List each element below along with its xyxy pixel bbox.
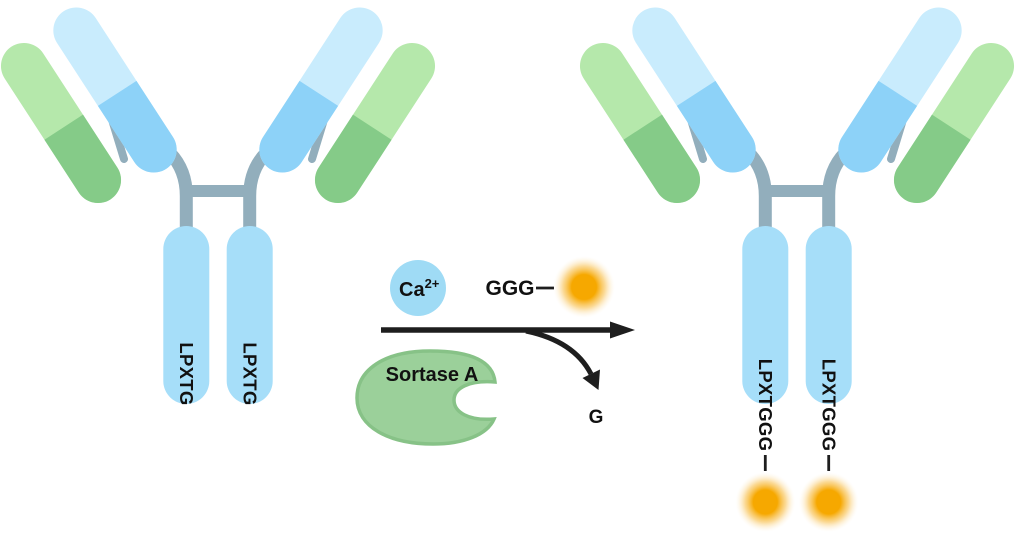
sortase-enzyme-label: Sortase A bbox=[386, 364, 479, 386]
heavy-chain-fab-right bbox=[259, 7, 383, 173]
light-chain-lower bbox=[894, 114, 971, 204]
ggg-probe-reagent: GGG bbox=[485, 256, 615, 318]
byproduct-arrow-head bbox=[582, 369, 600, 390]
heavy-chain-lower bbox=[97, 80, 177, 173]
stem-tag-label-left: LPXTG bbox=[176, 342, 197, 405]
calcium-ion-label: Ca2+ bbox=[399, 276, 440, 301]
heavy-chain-stem-right bbox=[805, 226, 852, 404]
heavy-chain-fab-right bbox=[838, 7, 962, 173]
byproduct-label: G bbox=[589, 407, 604, 428]
heavy-chain-stem-left bbox=[163, 226, 210, 404]
heavy-chain-stem-right bbox=[226, 226, 273, 404]
byproduct-arrow bbox=[525, 328, 600, 390]
peptide-label: GGG bbox=[485, 277, 534, 300]
sortase-enzyme: Sortase A bbox=[355, 349, 497, 446]
light-chain-arm-right bbox=[314, 42, 436, 204]
fluorophore-dot bbox=[553, 256, 615, 318]
light-chain-lower bbox=[315, 114, 392, 204]
calcium-ion: Ca2+ bbox=[390, 260, 446, 316]
reaction-center: Ca2+ GGG G Sortase A bbox=[355, 256, 635, 446]
unlabeled-antibody: LPXTG LPXTG bbox=[0, 7, 436, 406]
light-chain-lower bbox=[44, 114, 121, 204]
stem-tag-label-right: LPXTG bbox=[239, 342, 260, 405]
calcium-ion-circle bbox=[390, 260, 446, 316]
heavy-chain-lower bbox=[676, 80, 756, 173]
reaction-arrow-head bbox=[610, 321, 635, 339]
heavy-chain-fab-left bbox=[632, 7, 756, 173]
stem-tag-label-left: LPXTGGG bbox=[755, 359, 776, 452]
light-chain-arm-left bbox=[579, 42, 701, 204]
byproduct-arrow-curve bbox=[525, 328, 594, 376]
heavy-chain-stem-left bbox=[742, 226, 789, 404]
stem-tag-label-right: LPXTGGG bbox=[818, 359, 839, 452]
fluorophore-dot-right bbox=[798, 472, 859, 532]
reaction-arrow bbox=[381, 321, 635, 339]
heavy-chain-lower bbox=[259, 80, 339, 173]
light-chain-arm-left bbox=[0, 42, 122, 204]
heavy-chain-lower bbox=[838, 80, 918, 173]
light-chain-lower bbox=[623, 114, 700, 204]
fluorophore-dot-left bbox=[735, 472, 796, 532]
heavy-chain-fab-left bbox=[53, 7, 177, 173]
sortase-enzyme-blob bbox=[355, 349, 497, 446]
light-chain-arm-right bbox=[893, 42, 1015, 204]
labeled-antibody: LPXTGGG LPXTGGG bbox=[579, 7, 1015, 532]
